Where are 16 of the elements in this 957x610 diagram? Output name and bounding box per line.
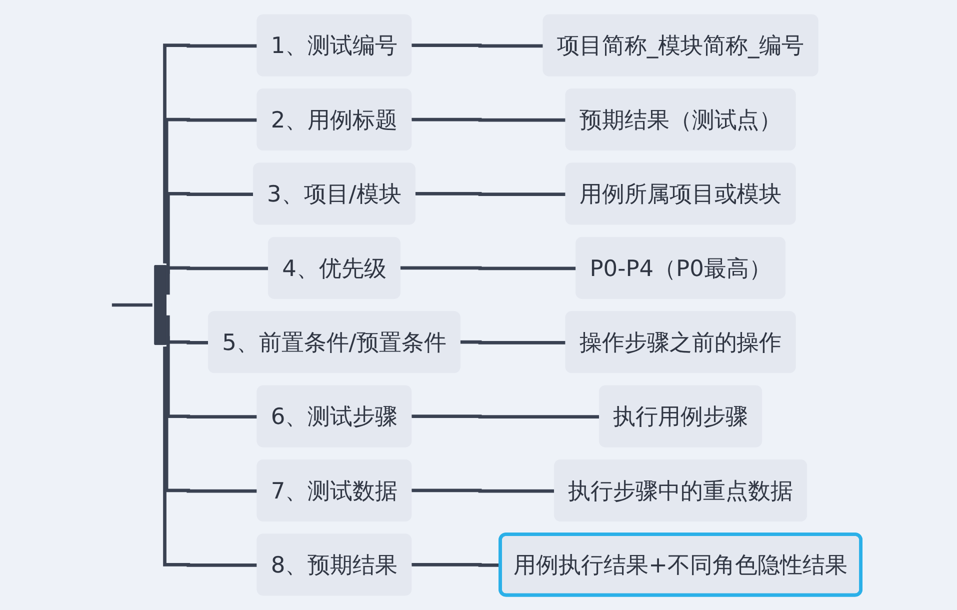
connector [110,303,152,307]
connector [414,192,566,196]
connector [163,346,258,567]
connector [163,44,258,264]
connector [166,315,210,344]
connector [410,562,501,567]
connector [410,488,556,493]
connector [410,118,566,122]
connector [166,336,258,419]
connector [166,266,270,295]
connector [164,118,258,264]
connector [164,346,258,493]
connector [410,44,544,48]
connector [398,266,577,270]
connector [410,414,600,419]
connector [458,340,566,344]
